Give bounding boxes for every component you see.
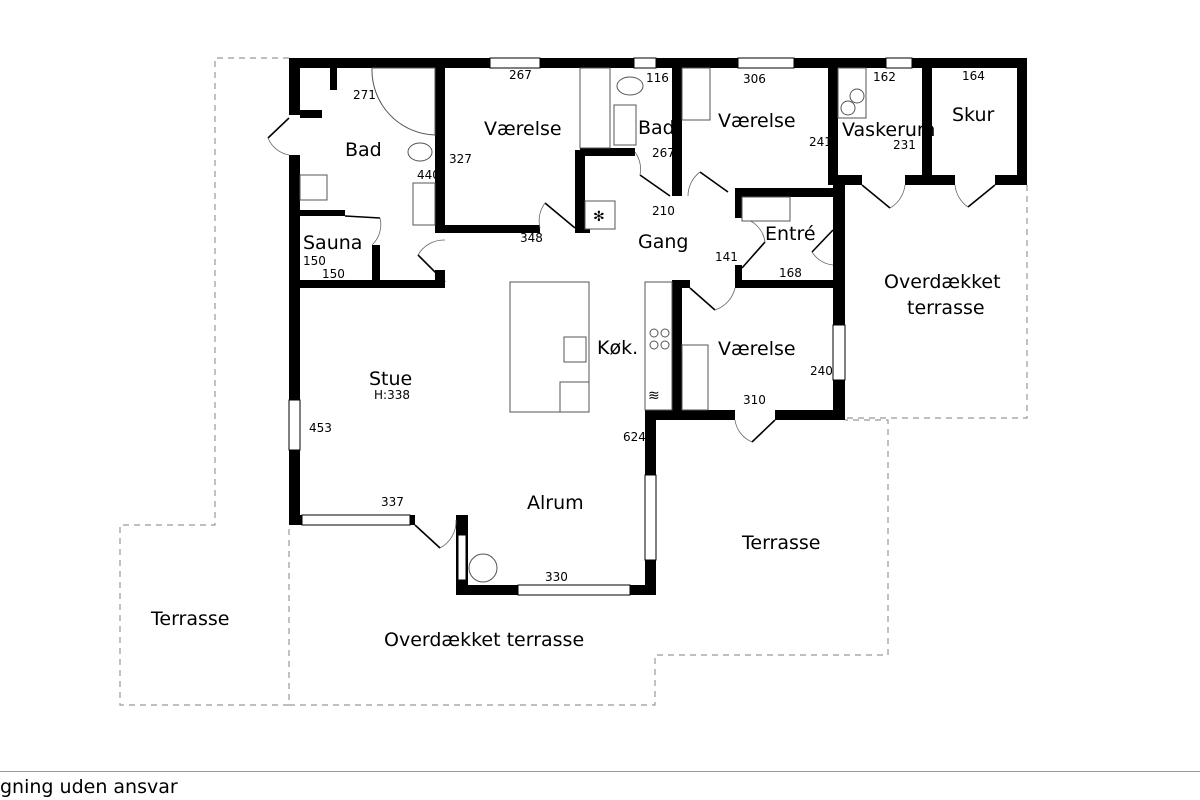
room-label-vaerelse-3: Værelse: [718, 338, 796, 360]
dimension: 348: [520, 231, 543, 245]
room-label-overdaekket-2: terrasse: [907, 297, 985, 319]
sink: [563, 336, 587, 363]
heat-pump: [584, 200, 616, 230]
dishwasher: [559, 381, 590, 413]
room-label-vaerelse-2: Værelse: [718, 110, 796, 132]
dimension-labels: 271 267 116 306 162 164 327 440 267 241 …: [303, 68, 985, 584]
dimension: 327: [449, 152, 472, 166]
dimension: 164: [962, 69, 985, 83]
dimension: 271: [353, 88, 376, 102]
room-label-kokken: Køk.: [597, 337, 638, 359]
snowflake-icon: ✻: [593, 209, 605, 225]
oven-icon: ≋: [648, 388, 660, 404]
dimension: 150: [322, 267, 345, 281]
room-label-skur: Skur: [952, 104, 995, 126]
dimension: 624: [623, 430, 646, 444]
dimension: 168: [779, 266, 802, 280]
room-label-entre: Entré: [765, 223, 816, 245]
closet: [741, 196, 791, 222]
room-label-vaskerum: Vaskerum: [842, 119, 935, 141]
dimension: 330: [545, 570, 568, 584]
dimension: 150: [303, 254, 326, 268]
footer-divider: [0, 771, 1200, 772]
stue-height: H:338: [374, 388, 410, 402]
bathtub: [371, 67, 436, 136]
room-label-alrum: Alrum: [527, 492, 584, 514]
dimension: 241: [809, 135, 832, 149]
room-label-terrasse-right: Terrasse: [741, 532, 821, 554]
room-label-overdaekket-1: Overdækket: [884, 271, 1001, 293]
closet: [681, 67, 711, 121]
cabinet: [299, 174, 328, 201]
dimension: 306: [743, 72, 766, 86]
room-label-bad-2: Bad: [638, 117, 675, 139]
sink: [613, 104, 637, 146]
sink: [412, 182, 436, 226]
room-label-vaerelse: Værelse: [484, 118, 562, 140]
dimension: 141: [715, 250, 738, 264]
doors: [267, 117, 996, 549]
room-labels: Bad Værelse Bad Værelse Vaskerum Skur Sa…: [150, 104, 1001, 651]
closet: [579, 67, 611, 149]
dimension: 231: [893, 138, 916, 152]
closet: [681, 344, 709, 411]
dimension: 162: [873, 70, 896, 84]
dimension: 337: [381, 495, 404, 509]
toilet: [407, 142, 433, 162]
dimension: 210: [652, 204, 675, 218]
dimension: 310: [743, 393, 766, 407]
room-label-bad: Bad: [345, 139, 382, 161]
room-label-stue: Stue: [369, 368, 412, 390]
windows: [288, 57, 913, 596]
dimension: 267: [652, 146, 675, 160]
room-label-terrasse-left: Terrasse: [150, 608, 230, 630]
room-label-sauna: Sauna: [303, 232, 362, 254]
dimension: 440: [417, 168, 440, 182]
dimension: 267: [509, 68, 532, 82]
toilet: [616, 76, 644, 96]
room-label-overdaekket-terrasse: Overdækket terrasse: [384, 629, 584, 651]
stove: [468, 553, 498, 583]
disclaimer-text: gning uden ansvar: [0, 776, 178, 798]
room-label-gang: Gang: [638, 231, 688, 253]
furniture: ✻ ≋: [299, 67, 867, 583]
terrace-outlines: [119, 57, 1028, 706]
dimension: 240: [810, 364, 833, 378]
dimension: 116: [646, 71, 669, 85]
dimension: 453: [309, 421, 332, 435]
